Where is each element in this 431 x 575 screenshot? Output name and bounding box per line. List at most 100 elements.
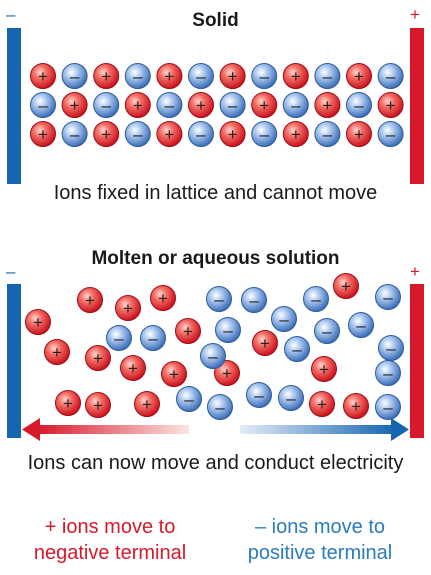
lattice-negative-ion: – xyxy=(251,121,278,147)
solid-negative-electrode xyxy=(7,28,21,184)
lattice-positive-ion: + xyxy=(124,92,151,118)
left-arrow xyxy=(22,418,189,441)
negative-ion-legend: – ions move to positive terminal xyxy=(224,514,416,566)
svg-text:+: + xyxy=(317,395,327,414)
positive-legend-line2: negative terminal xyxy=(33,542,187,564)
svg-text:+: + xyxy=(142,395,152,414)
svg-text:–: – xyxy=(323,67,333,86)
solid-positive-sign: + xyxy=(410,5,420,24)
svg-text:–: – xyxy=(354,96,364,115)
moving-negative-ion: – xyxy=(314,318,340,344)
svg-text:–: – xyxy=(259,125,269,144)
moving-positive-ion: + xyxy=(333,273,359,299)
svg-text:–: – xyxy=(383,288,393,307)
svg-text:–: – xyxy=(165,96,175,115)
lattice-negative-ion: – xyxy=(61,63,88,89)
svg-text:–: – xyxy=(279,310,289,329)
negative-legend-line2: positive terminal xyxy=(247,542,393,564)
lattice-positive-ion: + xyxy=(61,92,88,118)
lattice-positive-ion: + xyxy=(156,121,183,147)
svg-text:–: – xyxy=(70,67,80,86)
svg-text:+: + xyxy=(164,125,174,144)
moving-negative-ion: – xyxy=(246,382,272,408)
moving-negative-ion: – xyxy=(378,335,404,361)
molten-positive-electrode xyxy=(410,284,424,438)
svg-text:–: – xyxy=(386,125,396,144)
lattice-negative-ion: – xyxy=(124,121,151,147)
moving-positive-ion: + xyxy=(44,339,70,365)
svg-text:+: + xyxy=(291,125,301,144)
lattice-negative-ion: – xyxy=(156,92,183,118)
lattice-negative-ion: – xyxy=(219,92,246,118)
svg-text:+: + xyxy=(291,67,301,86)
svg-text:–: – xyxy=(286,389,296,408)
molten-caption: Ions can now move and conduct electricit… xyxy=(27,452,404,474)
svg-text:+: + xyxy=(351,397,361,416)
svg-text:+: + xyxy=(70,96,80,115)
svg-text:–: – xyxy=(214,290,224,309)
lattice-negative-ion: – xyxy=(61,121,88,147)
lattice-positive-ion: + xyxy=(93,121,120,147)
moving-positive-ion: + xyxy=(309,391,335,417)
svg-text:+: + xyxy=(222,364,232,383)
lattice-negative-ion: – xyxy=(188,121,214,147)
negative-legend-line1: – ions move to xyxy=(254,516,386,538)
svg-text:–: – xyxy=(386,339,396,358)
positive-ion-legend: + ions move to negative terminal xyxy=(14,514,206,566)
svg-text:–: – xyxy=(208,347,218,366)
moving-negative-ion: – xyxy=(303,286,329,312)
svg-text:+: + xyxy=(228,67,238,86)
moving-negative-ion: – xyxy=(200,343,226,369)
molten-title: Molten or aqueous solution xyxy=(91,248,340,269)
moving-negative-ion: – xyxy=(278,385,304,411)
lattice-positive-ion: + xyxy=(346,121,372,147)
solid-positive-electrode xyxy=(410,28,424,184)
svg-text:–: – xyxy=(133,125,143,144)
moving-positive-ion: + xyxy=(85,392,111,418)
svg-text:–: – xyxy=(228,96,238,115)
lattice-positive-ion: + xyxy=(251,92,278,118)
moving-positive-ion: + xyxy=(175,318,201,344)
lattice-positive-ion: + xyxy=(346,63,372,89)
lattice-positive-ion: + xyxy=(219,121,246,147)
moving-negative-ion: – xyxy=(241,287,267,313)
lattice-negative-ion: – xyxy=(377,121,404,147)
lattice-negative-ion: – xyxy=(251,63,278,89)
moving-positive-ion: + xyxy=(85,345,111,371)
moving-positive-ion: + xyxy=(161,361,187,387)
svg-text:+: + xyxy=(386,96,396,115)
svg-text:+: + xyxy=(33,313,43,332)
lattice-negative-ion: – xyxy=(30,92,56,118)
lattice-positive-ion: + xyxy=(188,92,214,118)
svg-text:–: – xyxy=(292,340,302,359)
svg-text:+: + xyxy=(164,67,174,86)
svg-text:–: – xyxy=(254,386,264,405)
svg-text:–: – xyxy=(114,329,124,348)
svg-text:+: + xyxy=(322,96,332,115)
svg-text:–: – xyxy=(70,125,80,144)
svg-text:+: + xyxy=(38,125,48,144)
solid-title: Solid xyxy=(192,10,239,31)
svg-text:–: – xyxy=(223,321,233,340)
solid-caption: Ions fixed in lattice and cannot move xyxy=(53,182,378,204)
svg-text:–: – xyxy=(196,125,206,144)
svg-text:–: – xyxy=(311,290,321,309)
svg-text:–: – xyxy=(184,390,194,409)
svg-text:+: + xyxy=(123,299,133,318)
svg-text:–: – xyxy=(133,67,143,86)
svg-text:+: + xyxy=(354,67,364,86)
molten-negative-sign: – xyxy=(6,262,16,281)
moving-positive-ion: + xyxy=(214,360,240,386)
moving-negative-ion: – xyxy=(176,386,202,412)
svg-text:–: – xyxy=(383,398,393,417)
lattice-negative-ion: – xyxy=(314,121,341,147)
svg-text:+: + xyxy=(259,96,269,115)
lattice-positive-ion: + xyxy=(30,121,56,147)
moving-negative-ion: – xyxy=(375,360,401,386)
lattice-positive-ion: + xyxy=(93,63,120,89)
svg-text:–: – xyxy=(196,67,206,86)
moving-positive-ion: + xyxy=(252,330,278,356)
moving-negative-ion: – xyxy=(348,312,374,338)
moving-negative-ion: – xyxy=(375,284,401,310)
